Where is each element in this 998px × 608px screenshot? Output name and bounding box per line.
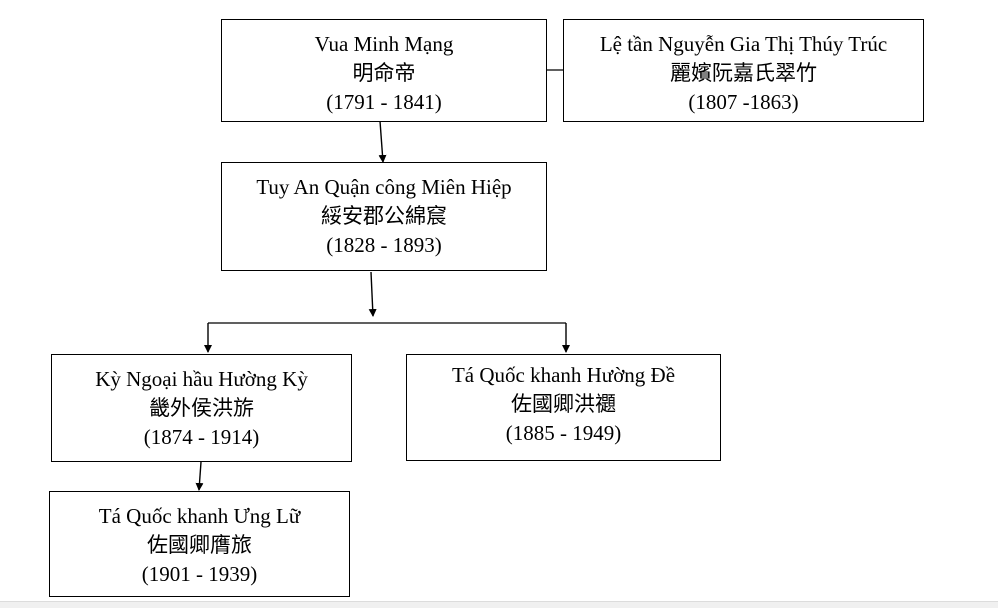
- node-years: (1874 - 1914): [143, 425, 260, 449]
- node-name: Tá Quốc khanh Hường Đề: [451, 363, 676, 387]
- node-huong-ky: Kỳ Ngoại hầu Hường Kỳ 畿外侯洪旂 (1874 - 1914…: [51, 354, 352, 462]
- node-name: Lệ tần Nguyễn Gia Thị Thúy Trúc: [599, 32, 888, 56]
- node-mien-hiep: Tuy An Quận công Miên Hiệp 綏安郡公綿䆣 (1828 …: [221, 162, 547, 271]
- node-han-name: 佐國卿洪禵: [511, 392, 616, 416]
- node-name: Tuy An Quận công Miên Hiệp: [256, 175, 512, 199]
- node-years: (1791 - 1841): [326, 90, 442, 114]
- arrow-mien-hiep-down: [368, 271, 377, 317]
- node-han-name: 畿外侯洪旂: [149, 396, 254, 420]
- node-ung-lu: Tá Quốc khanh Ưng Lữ 佐國卿膺旅 (1901 - 1939): [49, 491, 350, 597]
- arrow-huong-ky-to-ung-lu: [195, 461, 204, 491]
- node-years: (1828 - 1893): [326, 233, 442, 257]
- node-years: (1901 - 1939): [141, 562, 258, 586]
- node-years: (1807 -1863): [688, 90, 799, 114]
- arrow-minh-mang-to-mien-hiep: [378, 120, 387, 163]
- node-name: Vua Minh Mạng: [314, 32, 454, 56]
- node-minh-mang: Vua Minh Mạng 明命帝 (1791 - 1841): [221, 19, 547, 122]
- node-han-name: 佐國卿膺旅: [147, 533, 252, 557]
- page-bottom-edge: [0, 601, 998, 608]
- node-han-name: 麗嬪阮嘉氏翠竹: [670, 61, 817, 85]
- node-han-name: 明命帝: [352, 61, 416, 85]
- node-name: Tá Quốc khanh Ưng Lữ: [98, 504, 301, 528]
- node-thuy-truc: Lệ tần Nguyễn Gia Thị Thúy Trúc 麗嬪阮嘉氏翠竹 …: [563, 19, 924, 122]
- node-name: Kỳ Ngoại hầu Hường Kỳ: [95, 367, 308, 391]
- node-years: (1885 - 1949): [505, 421, 622, 445]
- node-han-name: 綏安郡公綿䆣: [321, 204, 447, 228]
- node-huong-de: Tá Quốc khanh Hường Đề 佐國卿洪禵 (1885 - 194…: [406, 354, 721, 461]
